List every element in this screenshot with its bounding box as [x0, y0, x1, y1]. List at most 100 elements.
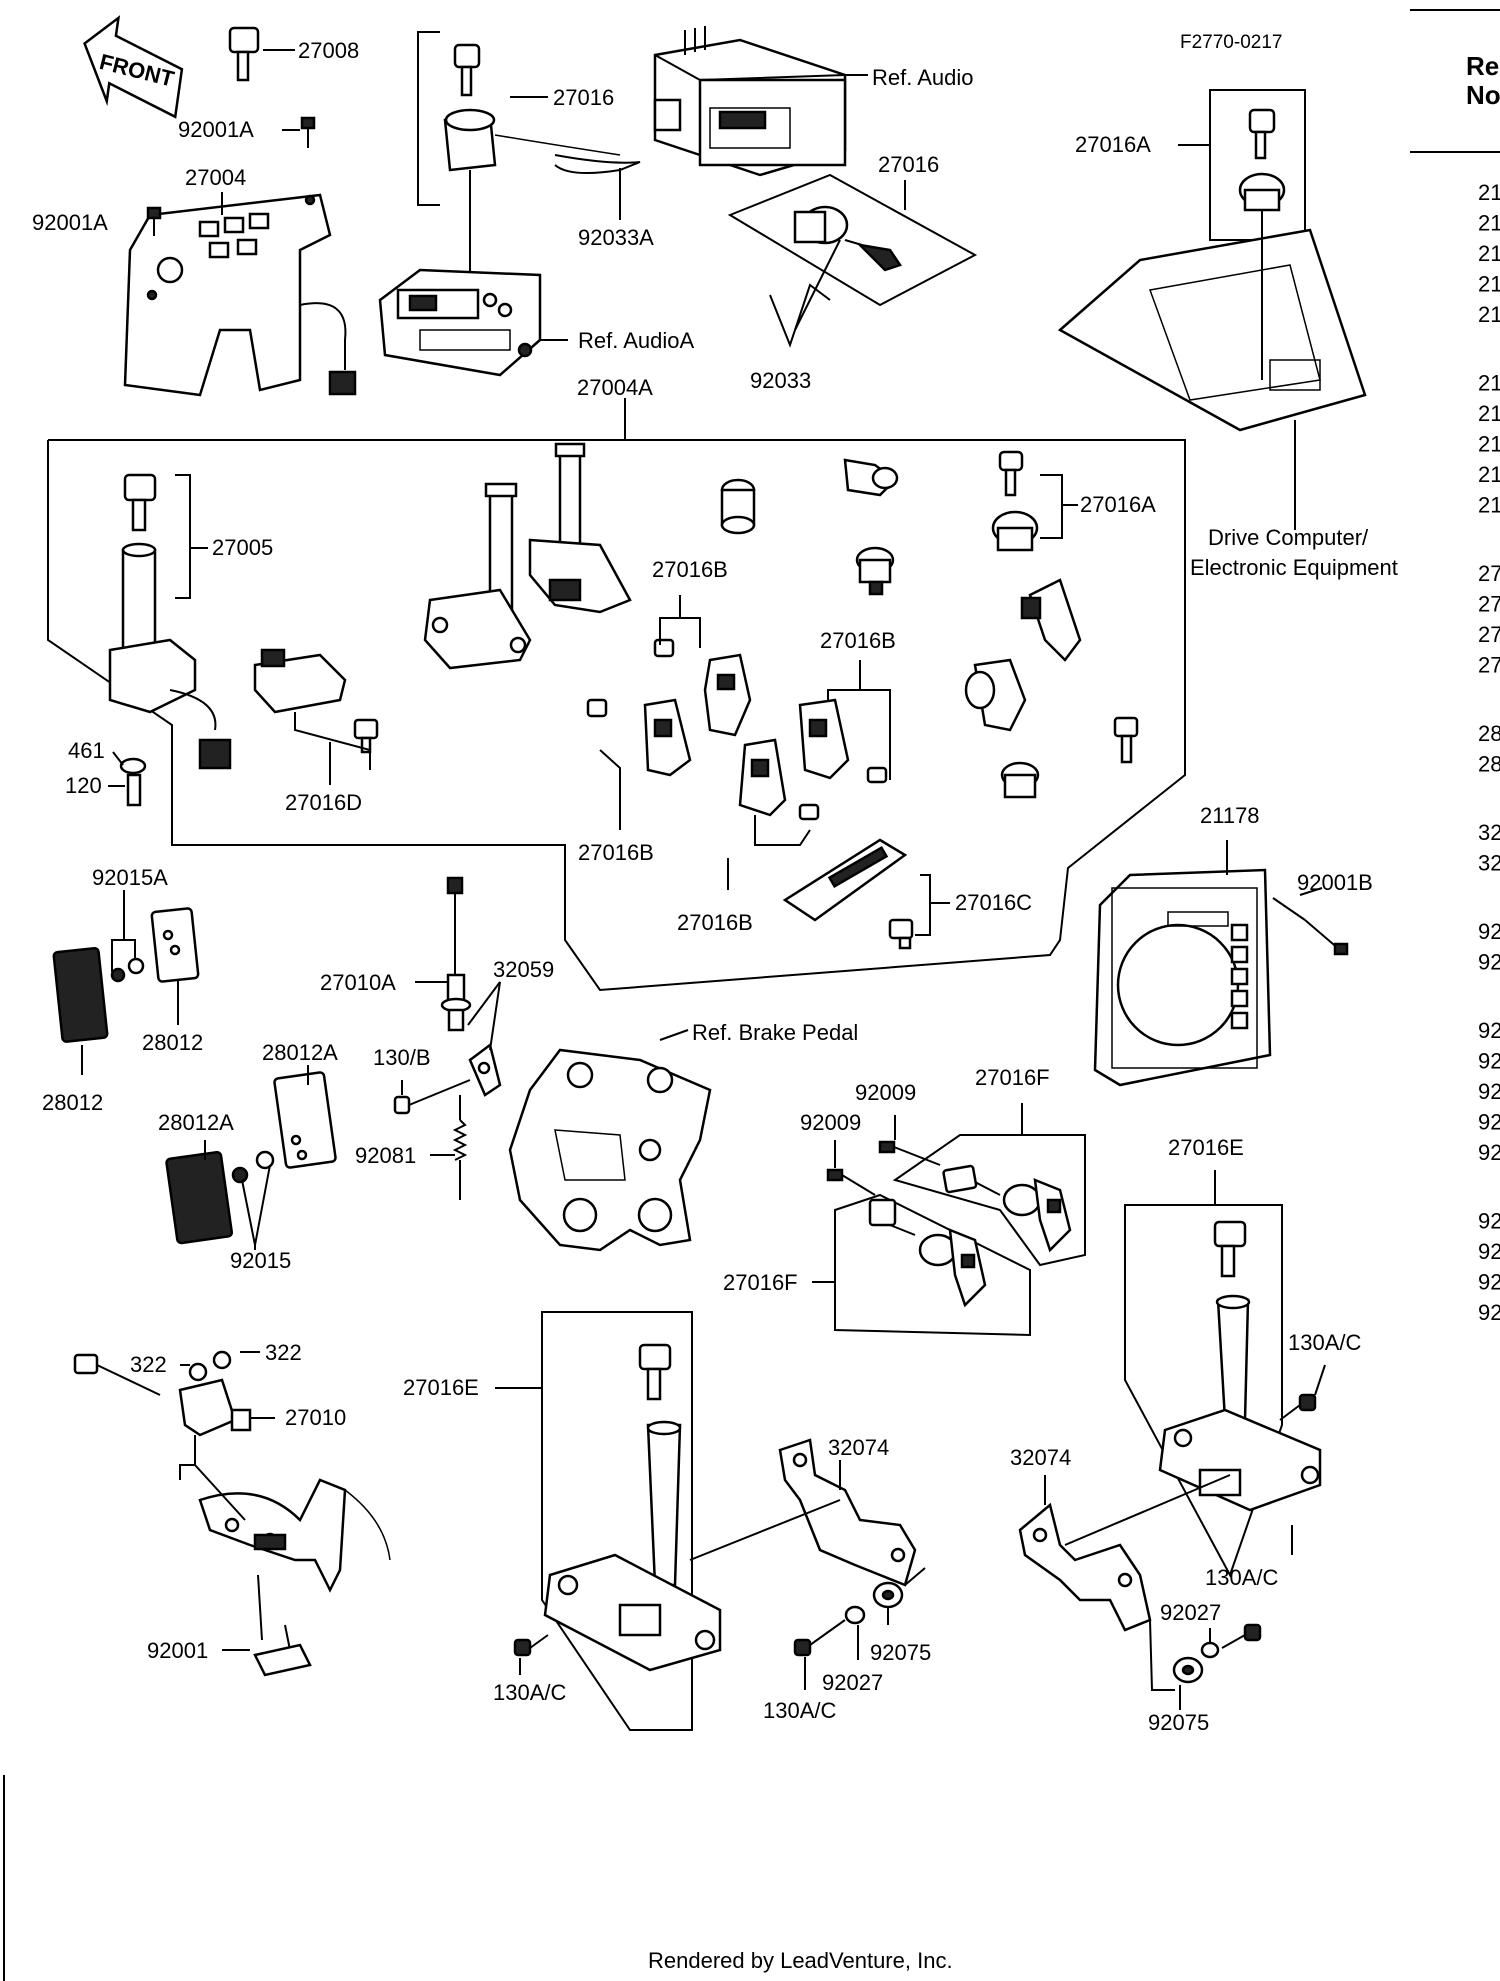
label-130AC-lower: 130A/C	[763, 1698, 836, 1723]
label-92001A-upper: 92001A	[178, 117, 254, 142]
bolt-130AC-lower-icon	[793, 1619, 846, 1657]
spring-92081-icon	[452, 1095, 468, 1200]
label-28012-right: 28012	[142, 1030, 203, 1055]
table-fragment-23: 92	[1478, 1110, 1500, 1135]
lock-set-27016A-top-icon	[1209, 89, 1306, 241]
table-fragment-6: 21	[1478, 401, 1500, 426]
table-fragment-column: 2121212121212121212127272727282832329292…	[1478, 180, 1500, 1325]
front-arrow-icon: FRONT	[83, 15, 184, 119]
label-27010: 27010	[285, 1405, 346, 1430]
label-92009-upper: 92009	[855, 1080, 916, 1105]
label-21178: 21178	[1200, 803, 1260, 828]
label-92033A: 92033A	[578, 225, 654, 250]
table-fragment-27: 92	[1478, 1270, 1500, 1295]
label-27005: 27005	[212, 535, 273, 560]
table-fragment-13: 27	[1478, 653, 1500, 678]
label-28012-left: 28012	[42, 1090, 103, 1115]
label-27016E-right: 27016E	[1168, 1135, 1244, 1160]
label-27010A: 27010A	[320, 970, 396, 995]
label-130AC-right-lower: 130A/C	[1205, 1565, 1278, 1590]
label-27016B-lower-left: 27016B	[578, 840, 654, 865]
label-92075-right: 92075	[1148, 1710, 1209, 1735]
table-fragment-9: 21	[1478, 493, 1500, 518]
table-fragment-14: 28	[1478, 721, 1500, 746]
bolt-130AC-right-upper-icon	[1279, 1393, 1317, 1421]
table-fragment-25: 92	[1478, 1209, 1500, 1234]
collar-92027-left-icon	[844, 1605, 866, 1625]
table-header-line2: No	[1466, 80, 1500, 110]
label-92001B: 92001B	[1297, 870, 1373, 895]
table-fragment-15: 28	[1478, 752, 1500, 777]
label-27016-top: 27016	[553, 85, 614, 110]
bolt-130AC-left-icon	[513, 1634, 549, 1657]
lock-cylinder-icons	[720, 458, 899, 596]
label-92075-left: 92075	[870, 1640, 931, 1665]
table-fragment-26: 92	[1478, 1239, 1500, 1264]
lock-set-27016F-lower-icon	[834, 1193, 1031, 1337]
washer-92075-right-icon	[1172, 1656, 1204, 1684]
label-27016B-upper-right: 27016B	[820, 628, 896, 653]
label-27016C: 27016C	[955, 890, 1032, 915]
label-322-right: 322	[265, 1340, 302, 1365]
label-ref-audio-a: Ref. AudioA	[578, 328, 695, 353]
screw-92009-lower-icon	[826, 1168, 876, 1196]
table-fragment-21: 92	[1478, 1049, 1500, 1074]
label-drive-computer-line2: Electronic Equipment	[1190, 555, 1398, 580]
label-120: 120	[65, 773, 102, 798]
label-92027-left: 92027	[822, 1670, 883, 1695]
label-32059: 32059	[493, 957, 554, 982]
label-27016F-lower: 27016F	[723, 1270, 798, 1295]
screw-92001A-left-icon	[146, 206, 162, 236]
label-27016D: 27016D	[285, 790, 362, 815]
label-drive-computer-line1: Drive Computer/	[1208, 525, 1369, 550]
lock-set-27016A-right-icon	[991, 450, 1082, 662]
clip-92033-icon	[769, 283, 831, 348]
table-fragment-1: 21	[1478, 211, 1500, 236]
table-fragment-4: 21	[1478, 302, 1500, 327]
lock-set-27016-middle-icon	[727, 173, 978, 331]
label-130B: 130/B	[373, 1045, 431, 1070]
label-92033: 92033	[750, 368, 811, 393]
label-ref-audio: Ref. Audio	[872, 65, 974, 90]
bolt-130B-icon	[393, 1079, 471, 1115]
table-fragment-18: 92	[1478, 919, 1500, 944]
table-fragment-16: 32	[1478, 820, 1500, 845]
label-27004: 27004	[185, 165, 246, 190]
washer-92075-left-icon	[872, 1581, 904, 1609]
lock-set-27016-top-icon	[417, 31, 641, 301]
connector-27016C-icon	[782, 838, 914, 950]
table-fragment-24: 92	[1478, 1140, 1500, 1165]
label-92027-right: 92027	[1160, 1600, 1221, 1625]
table-fragment-3: 21	[1478, 272, 1500, 297]
module-21178-icon	[1093, 868, 1272, 1087]
screw-92001B-icon	[1304, 919, 1349, 956]
key-27008-icon	[228, 26, 295, 82]
label-92009-lower: 92009	[800, 1110, 861, 1135]
table-fragment-10: 27	[1478, 561, 1500, 586]
steering-lock-27016E-right-icon	[1124, 1204, 1322, 1578]
table-header-line1: Re	[1466, 51, 1499, 81]
bolt-130AC-right-icon	[1221, 1623, 1262, 1649]
lock-set-27016B-group-icon	[586, 638, 888, 821]
table-fragment-8: 21	[1478, 462, 1500, 487]
switch-27016D-icon	[253, 648, 379, 754]
ignition-switch-27005-icon	[108, 473, 232, 807]
label-130AC-right-upper: 130A/C	[1288, 1330, 1361, 1355]
group-27004A-frame	[47, 398, 1186, 992]
label-27016A-right: 27016A	[1080, 492, 1156, 517]
label-92001A-lower: 92001A	[32, 210, 108, 235]
label-92001: 92001	[147, 1638, 208, 1663]
reference-table-fragment: Re No 2121212121212121212127272727282832…	[1410, 9, 1500, 1325]
table-fragment-17: 32	[1478, 851, 1500, 876]
label-27008: 27008	[298, 38, 359, 63]
dash-cover-27004-icon	[123, 193, 357, 397]
table-fragment-7: 21	[1478, 432, 1500, 457]
audio-unit-icon	[653, 26, 847, 177]
drive-computer-console-icon	[1057, 210, 1367, 432]
screw-92001A-icon	[300, 116, 316, 148]
table-fragment-28: 92	[1478, 1300, 1500, 1325]
table-fragment-5: 21	[1478, 371, 1500, 396]
label-92015A: 92015A	[92, 865, 168, 890]
brake-pedal-ref-icon	[508, 1048, 712, 1252]
